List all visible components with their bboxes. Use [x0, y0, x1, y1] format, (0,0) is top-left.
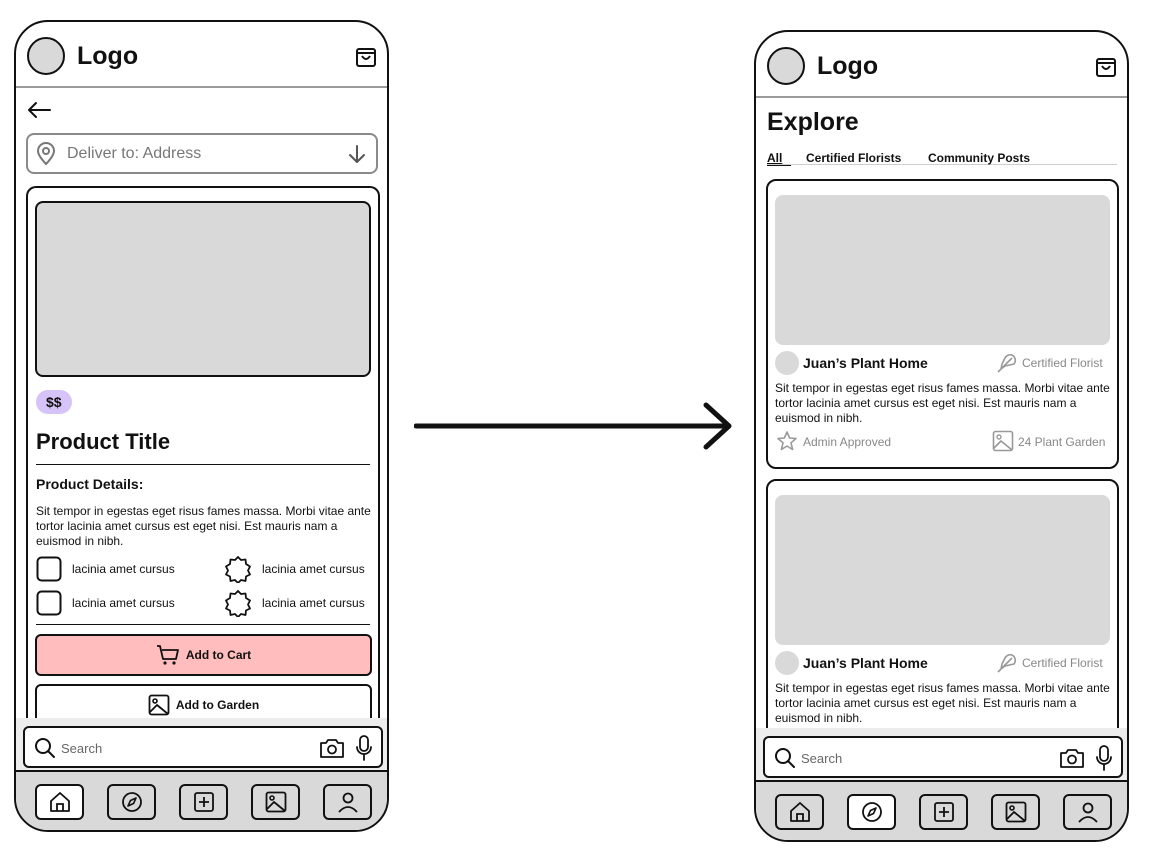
- nav-home-button[interactable]: [35, 784, 84, 820]
- square-icon: [36, 590, 62, 616]
- nav-create-button[interactable]: [919, 794, 968, 830]
- add-to-garden-label: Add to Garden: [175, 698, 260, 712]
- star-icon: [776, 430, 798, 452]
- camera-icon[interactable]: [319, 737, 345, 759]
- search-bar[interactable]: Search: [763, 736, 1123, 778]
- compass-icon: [861, 801, 883, 823]
- post-text: Sit tempor in egestas eget risus fames m…: [775, 381, 1110, 425]
- post-card[interactable]: Juan’s Plant Home Certified Florist Sit …: [766, 179, 1119, 469]
- search-placeholder: Search: [61, 741, 103, 756]
- flower-badge-icon: [224, 589, 252, 617]
- product-description: Sit tempor in egestas eget risus fames m…: [36, 504, 371, 548]
- product-screen: Logo Deliver to: Address $$ Product Titl…: [14, 20, 389, 832]
- feature-label: lacinia amet cursus: [262, 596, 365, 610]
- avatar: [775, 351, 799, 375]
- user-icon: [1077, 801, 1099, 823]
- tab-certified-florists[interactable]: Certified Florists: [806, 151, 902, 165]
- page-title: Explore: [767, 108, 859, 136]
- square-icon: [36, 556, 62, 582]
- features-divider: [36, 624, 370, 625]
- shopping-bag-icon[interactable]: [1095, 54, 1117, 78]
- home-icon: [49, 791, 71, 813]
- header-divider: [756, 96, 1127, 98]
- delivery-address-placeholder: Deliver to: Address: [67, 145, 202, 162]
- admin-approved-label: Admin Approved: [803, 435, 892, 449]
- plus-square-icon: [933, 801, 955, 823]
- nav-explore-button[interactable]: [107, 784, 156, 820]
- search-bar[interactable]: Search: [23, 726, 383, 768]
- product-image: [35, 201, 371, 377]
- feather-icon: [995, 652, 1017, 674]
- feature-label: lacinia amet cursus: [262, 562, 365, 576]
- logo-mark: [27, 37, 65, 75]
- image-icon: [1005, 801, 1027, 823]
- tab-all[interactable]: All: [767, 151, 783, 165]
- certified-florist-badge: Certified Florist: [1022, 656, 1103, 670]
- camera-icon[interactable]: [1059, 747, 1085, 769]
- product-card: $$ Product Title Product Details: Sit te…: [26, 186, 380, 746]
- tabs-divider: [767, 164, 1117, 165]
- post-image: [775, 195, 1110, 345]
- feature-label: lacinia amet cursus: [72, 562, 175, 576]
- image-icon: [148, 694, 170, 716]
- shopping-bag-icon[interactable]: [355, 44, 377, 68]
- nav-garden-button[interactable]: [251, 784, 300, 820]
- add-to-cart-label: Add to Cart: [185, 648, 252, 662]
- post-author[interactable]: Juan’s Plant Home: [803, 655, 928, 671]
- image-icon: [992, 430, 1014, 452]
- post-text: Sit tempor in egestas eget risus fames m…: [775, 681, 1110, 725]
- certified-florist-badge: Certified Florist: [1022, 356, 1103, 370]
- arrow-down-icon: [347, 144, 367, 164]
- price-badge: $$: [36, 390, 72, 414]
- post-card[interactable]: Juan’s Plant Home Certified Florist Sit …: [766, 479, 1119, 769]
- search-placeholder: Search: [801, 751, 843, 766]
- bottom-nav: [756, 780, 1127, 840]
- flower-badge-icon: [224, 555, 252, 583]
- post-image: [775, 495, 1110, 645]
- header-divider: [16, 86, 387, 88]
- logo-text: Logo: [817, 52, 879, 80]
- cart-icon: [156, 644, 180, 666]
- feature-label: lacinia amet cursus: [72, 596, 175, 610]
- back-arrow-icon[interactable]: [26, 101, 52, 119]
- avatar: [775, 651, 799, 675]
- nav-explore-button[interactable]: [847, 794, 896, 830]
- search-icon: [34, 737, 56, 759]
- compass-icon: [121, 791, 143, 813]
- home-icon: [789, 801, 811, 823]
- tab-community-posts[interactable]: Community Posts: [928, 151, 1031, 165]
- arrow-right-icon: [414, 402, 734, 450]
- delivery-address-selector[interactable]: Deliver to: Address: [26, 133, 378, 174]
- title-divider: [36, 464, 370, 465]
- product-title: Product Title: [36, 429, 171, 454]
- search-icon: [774, 747, 796, 769]
- add-to-cart-button[interactable]: Add to Cart: [35, 634, 372, 676]
- nav-profile-button[interactable]: [323, 784, 372, 820]
- nav-home-button[interactable]: [775, 794, 824, 830]
- bottom-nav: [16, 770, 387, 830]
- location-pin-icon: [36, 142, 56, 166]
- nav-garden-button[interactable]: [991, 794, 1040, 830]
- garden-count-label: 24 Plant Garden: [1018, 435, 1106, 449]
- microphone-icon[interactable]: [1095, 744, 1113, 772]
- microphone-icon[interactable]: [355, 734, 373, 762]
- post-author[interactable]: Juan’s Plant Home: [803, 355, 928, 371]
- product-details-heading: Product Details:: [36, 476, 144, 492]
- explore-screen: Logo Explore All Certified Florists Comm…: [754, 30, 1129, 842]
- image-icon: [265, 791, 287, 813]
- plus-square-icon: [193, 791, 215, 813]
- user-icon: [337, 791, 359, 813]
- feather-icon: [995, 352, 1017, 374]
- nav-create-button[interactable]: [179, 784, 228, 820]
- nav-profile-button[interactable]: [1063, 794, 1112, 830]
- logo-mark: [767, 47, 805, 85]
- tab-active-indicator: [767, 165, 791, 166]
- logo-text: Logo: [77, 42, 139, 70]
